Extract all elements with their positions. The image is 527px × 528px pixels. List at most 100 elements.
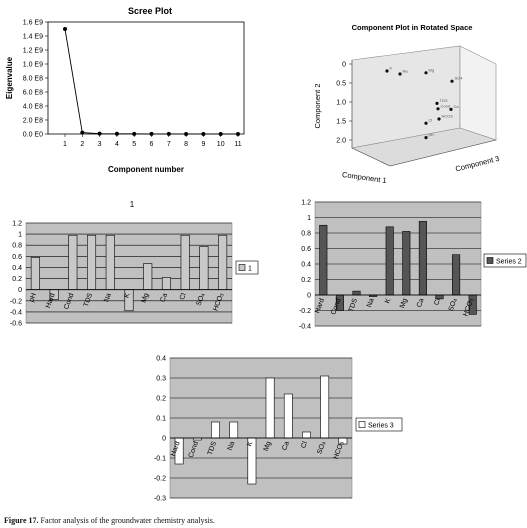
loadings1-category-label: K xyxy=(123,292,131,299)
scree-xtick-label: 10 xyxy=(217,141,225,148)
component-ytick-label: 0 xyxy=(342,62,346,69)
scree-ytick-label: 1.0 E9 xyxy=(23,62,43,69)
figure-caption-label: Figure 17. xyxy=(4,516,39,525)
loadings3-category-label: Ca xyxy=(281,441,291,452)
loadings1-ytick-label: -0.2 xyxy=(10,298,22,305)
scree-xtick-label: 9 xyxy=(201,141,205,148)
loadings1-bar xyxy=(218,234,228,290)
scree-xtick-label: 3 xyxy=(98,141,102,148)
loadings3-ytick-label: -0.2 xyxy=(154,476,166,483)
loadings3-ytick-label: 0.1 xyxy=(156,416,166,423)
loadings1-category-label: pH xyxy=(28,292,38,303)
component-point xyxy=(424,121,428,125)
scree-xtick-label: 7 xyxy=(167,141,171,148)
loadings2-legend-label: Series 2 xyxy=(496,259,522,266)
component-axis-1 xyxy=(351,147,391,167)
scree-xtick-label: 2 xyxy=(80,141,84,148)
component-point xyxy=(424,136,428,140)
loadings1-legend-swatch xyxy=(238,264,246,271)
loadings2-legend-box xyxy=(483,253,527,268)
scree-ytick-label: 4.0 E8 xyxy=(23,104,43,111)
component-point-label: Mg xyxy=(429,67,435,72)
component-point xyxy=(424,71,428,75)
scree-point xyxy=(114,131,119,136)
component-point xyxy=(437,117,441,121)
component-point-label: K xyxy=(390,66,393,71)
loadings3-bar xyxy=(211,421,220,439)
scree-point xyxy=(63,27,67,31)
loadings2-ytick-label: -0.2 xyxy=(299,308,311,315)
loadings3-legend-swatch xyxy=(358,421,366,428)
loadings3-bar xyxy=(229,421,239,439)
loadings1-ytick-label: 1.2 xyxy=(12,221,22,228)
scree-ytick-label: 2.0 E8 xyxy=(23,118,43,125)
loadings3-category-label: SO4 xyxy=(316,440,328,455)
loadings3-category-label: Cl xyxy=(300,440,309,449)
component-axis-1-label: Component 1 xyxy=(341,170,387,185)
scree-ylabel: Eigenvalue xyxy=(5,56,14,99)
component-ytick-label: 0.5 xyxy=(336,81,346,88)
loadings1-category-label: Cl xyxy=(179,292,188,301)
loadings3-ytick-label: 0.4 xyxy=(156,356,166,363)
component-point-label: SO4 xyxy=(455,76,464,81)
loadings2-bar xyxy=(402,231,411,296)
loadings3-category-label: Mg xyxy=(263,441,273,453)
loadings1-bar xyxy=(87,234,97,290)
loadings3-bar xyxy=(320,375,330,439)
loadings2-ytick-label: 1.2 xyxy=(301,200,311,207)
loadings3-bar xyxy=(302,431,311,439)
scree-xtick-label: 8 xyxy=(184,141,188,148)
component-axis-3 xyxy=(389,139,497,167)
figure-caption: Figure 17. Factor analysis of the ground… xyxy=(4,516,215,525)
component-point-label: Cl xyxy=(429,118,433,123)
loadings1-bar xyxy=(143,263,153,290)
loadings2-bar xyxy=(385,226,394,296)
scree-point xyxy=(201,131,206,136)
loadings2-bar xyxy=(418,221,427,296)
loadings2-category-label: TDS xyxy=(348,297,359,313)
loadings2-category-label: K xyxy=(384,297,392,304)
loadings2-category-label: Ca xyxy=(416,298,426,309)
component-axis-2-label: Component 2 xyxy=(313,83,322,128)
loadings3-legend-box xyxy=(355,417,403,432)
loadings2-category-label: Mg xyxy=(399,298,409,310)
component-point xyxy=(398,72,402,76)
scree-xtick-label: 1 xyxy=(63,141,67,148)
loadings1-ytick-label: 0.8 xyxy=(12,243,22,250)
loadings1-bar xyxy=(180,234,190,290)
scree-point xyxy=(218,131,223,136)
scree-title: Scree Plot xyxy=(128,6,172,16)
component-point-label: HCO3 xyxy=(442,114,454,119)
component-plot-3d: Component Plot in Rotated Space00.51.01.… xyxy=(313,23,500,185)
loadings2-ytick-label: 0 xyxy=(307,293,311,300)
figure-caption-text: Factor analysis of the groundwater chemi… xyxy=(38,516,215,525)
scree-xtick-label: 4 xyxy=(115,141,119,148)
loadings2-bar xyxy=(352,290,361,296)
scree-point xyxy=(80,130,85,135)
loadings1-category-label: Hard xyxy=(45,292,57,309)
loadings1-category-label: SO4 xyxy=(196,292,208,307)
loadings1-category-label: Na xyxy=(103,292,113,303)
loadings1-ytick-label: 0.6 xyxy=(12,254,22,261)
scree-plot-area xyxy=(47,21,245,135)
loadings1-bar xyxy=(161,277,171,290)
loadings2-category-label: SO4 xyxy=(448,297,460,312)
loadings1-bar xyxy=(68,234,78,290)
loadings1-bar xyxy=(30,257,40,290)
loadings2-ytick-label: 1 xyxy=(307,215,311,222)
loadings3-ytick-label: 0.2 xyxy=(156,396,166,403)
loadings2-category-label: Cl xyxy=(433,297,442,306)
scree-point xyxy=(166,131,171,136)
scree-ytick-label: 0.0 E0 xyxy=(23,132,43,139)
loadings3-category-label: Hard xyxy=(170,441,182,458)
loadings3-legend-label: Series 3 xyxy=(368,423,394,430)
scree-ytick-label: 6.0 E8 xyxy=(23,90,43,97)
loadings2-bar xyxy=(452,254,461,296)
scree-point xyxy=(132,131,137,136)
component-side-wall xyxy=(459,45,497,141)
